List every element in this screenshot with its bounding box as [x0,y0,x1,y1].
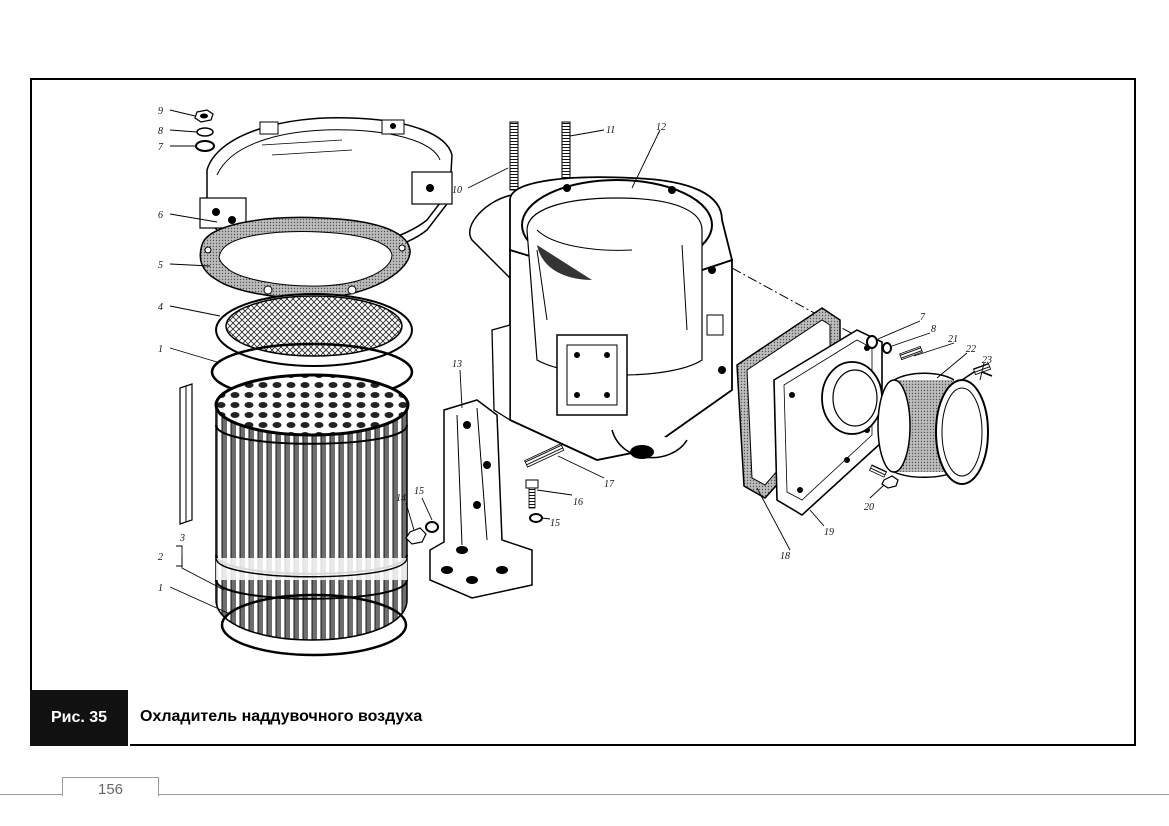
callout-15b: 15 [550,518,560,529]
callout-6: 6 [158,210,163,221]
callout-7-right: 7 [920,312,926,323]
callout-14: 14 [396,493,406,504]
page-number: 156 [62,777,159,798]
o-ring-1-bottom [220,593,408,657]
washer-15b [529,513,543,523]
washer-8b [882,342,892,354]
bolt-16 [525,479,539,509]
callout-18: 18 [780,551,790,562]
stud-17 [524,443,565,468]
strip-3 [179,383,193,525]
callout-15a: 15 [414,486,424,497]
nut-14 [405,527,427,545]
callout-23: 23 [982,355,992,366]
washer-8 [196,127,214,137]
callout-4: 4 [158,302,163,313]
center-line [731,267,883,351]
bolt-20 [868,464,899,489]
callout-17: 17 [604,479,615,490]
bolt-21 [899,345,923,361]
nut-9 [194,109,214,123]
washer-7 [195,140,215,152]
stud-11 [561,121,571,181]
pipe-stub [821,361,883,435]
callout-21: 21 [948,334,958,345]
bracket-13 [429,399,533,599]
clamp-23 [935,362,993,485]
callout-10: 10 [452,185,462,196]
callout-20: 20 [864,502,874,513]
leader-lines [169,109,985,615]
callout-3: 3 [179,533,185,544]
callout-1-top: 1 [158,344,163,355]
figure-number-label: Рис. 35 [30,690,130,746]
callout-13: 13 [452,359,462,370]
mesh-4 [215,293,413,367]
callout-5: 5 [158,260,163,271]
callout-19: 19 [824,527,834,538]
callout-1-bottom: 1 [158,583,163,594]
callout-2: 2 [158,552,163,563]
callout-8-right: 8 [931,324,936,335]
callout-16: 16 [573,497,583,508]
callouts: 9 8 7 6 5 4 1 3 2 1 10 11 12 13 14 15 15… [158,106,992,594]
stud-10 [509,121,519,191]
housing-12 [469,176,734,461]
callout-12: 12 [656,122,666,133]
footer-divider [0,794,1169,795]
gasket-5 [199,216,411,300]
figure-frame: 9 8 7 6 5 4 1 3 2 1 10 11 12 13 14 15 15… [30,78,1136,746]
figure-title: Охладитель наддувочного воздуха [140,708,423,725]
washer-15a [425,521,439,533]
callout-8: 8 [158,126,163,137]
callout-9: 9 [158,106,163,117]
exploded-diagram: 9 8 7 6 5 4 1 3 2 1 10 11 12 13 14 15 15… [158,106,993,657]
callout-7: 7 [158,142,164,153]
core-2 [214,373,410,641]
callout-22: 22 [966,344,976,355]
washer-7b [866,335,878,349]
callout-11: 11 [606,125,615,136]
